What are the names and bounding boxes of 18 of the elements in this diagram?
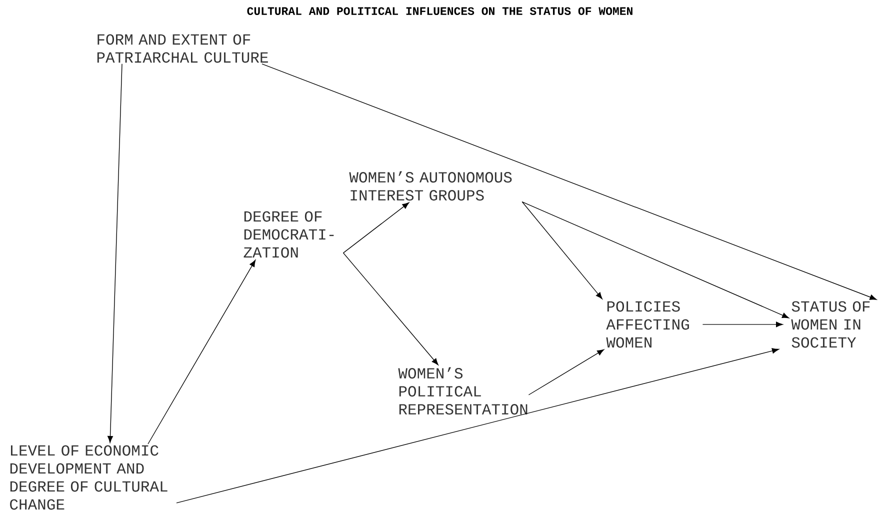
arrow bbox=[522, 201, 602, 300]
arrow bbox=[342, 252, 438, 366]
arrow bbox=[108, 64, 122, 443]
arrow bbox=[522, 201, 790, 318]
node-label: FORM AND EXTENT OF PATRIARCHAL CULTURE bbox=[97, 34, 268, 63]
arrow bbox=[342, 202, 410, 254]
node-label: POLICIES AFFECTING WOMEN bbox=[606, 301, 689, 348]
arrow bbox=[176, 348, 779, 504]
node-label: WOMEN’S AUTONOMOUS INTEREST GROUPS bbox=[349, 171, 512, 201]
arrow bbox=[528, 349, 604, 396]
arrow bbox=[702, 322, 783, 328]
arrow bbox=[148, 260, 256, 444]
node-label: DEGREE OF DEMOCRATI- ZATION bbox=[244, 211, 334, 258]
title: CULTURAL AND POLITICAL INFLUENCES ON THE STATUS OF WOMEN bbox=[247, 7, 632, 15]
arrow bbox=[262, 64, 877, 300]
node-label: LEVEL OF ECONOMIC DEVELOPMENT AND DEGREE OF CULTURAL CHANGE bbox=[10, 445, 168, 510]
node-label: STATUS OF WOMEN IN SOCIETY bbox=[791, 301, 870, 348]
node-label: WOMEN’S POLITICAL REPRESENTATION bbox=[398, 367, 528, 415]
